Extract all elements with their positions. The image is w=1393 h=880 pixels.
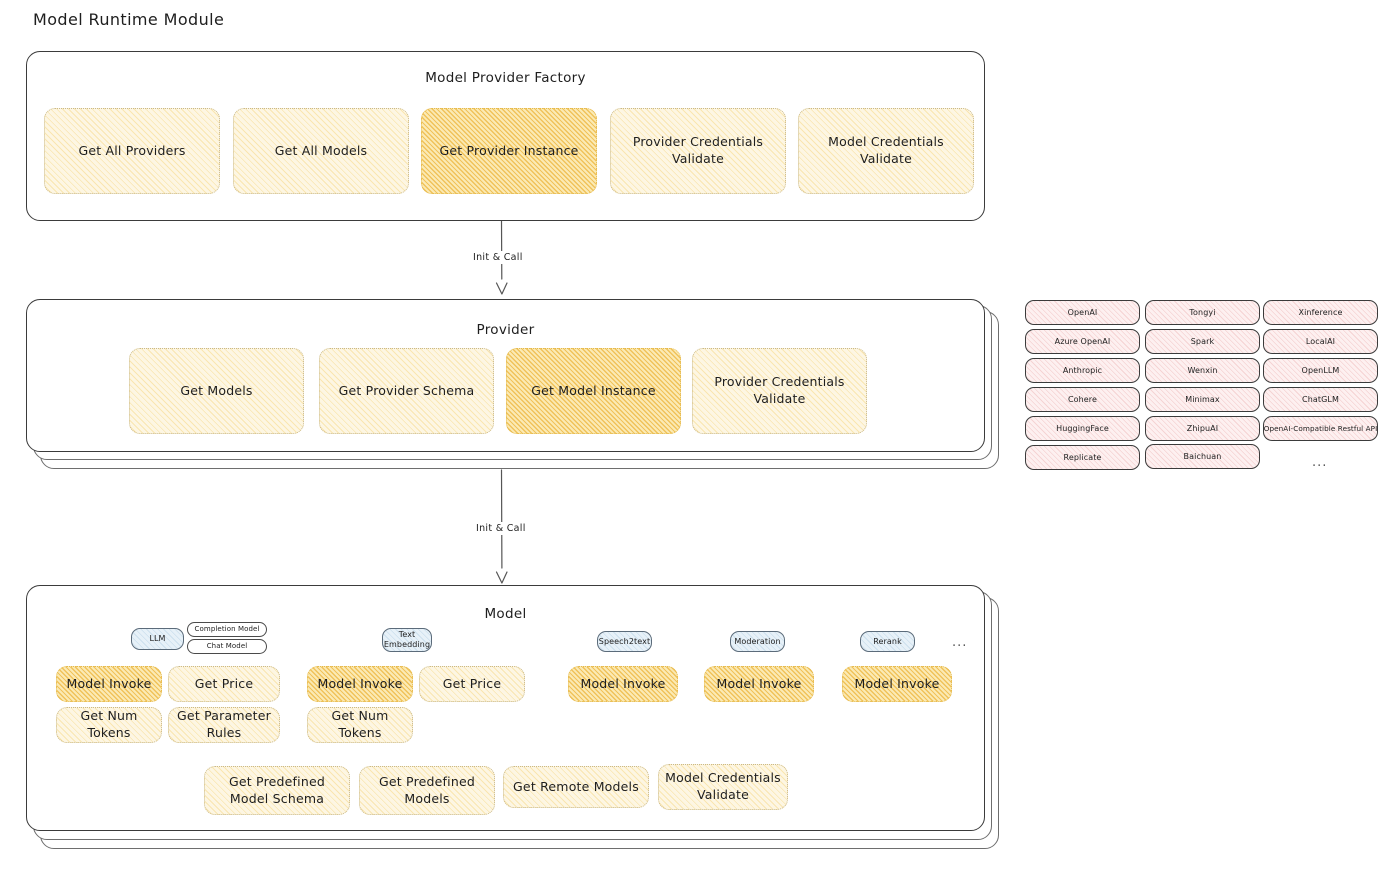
- provider-title: Provider: [476, 322, 535, 338]
- arrow-provider-to-model: [495, 469, 508, 584]
- provider-node-provider-credentials-validate[interactable]: Provider Credentials Validate: [692, 348, 867, 434]
- provider-chip-wenxin[interactable]: Wenxin: [1145, 358, 1260, 383]
- provider-chip-openai[interactable]: OpenAI: [1025, 300, 1140, 325]
- factory-node-get-provider-instance[interactable]: Get Provider Instance: [421, 108, 597, 194]
- model-text-embedding-method-get-price[interactable]: Get Price: [419, 666, 525, 702]
- provider-list-more-ellipsis: ...: [1312, 455, 1328, 470]
- factory-node-get-all-providers[interactable]: Get All Providers: [44, 108, 220, 194]
- model-llm-method-get-parameter-rules[interactable]: Get Parameter Rules: [168, 707, 280, 743]
- model-type-badge-speech2text[interactable]: Speech2text: [597, 631, 652, 652]
- model-llm-method-get-num-tokens[interactable]: Get Num Tokens: [56, 707, 162, 743]
- model-moderation-method-model-invoke[interactable]: Model Invoke: [704, 666, 814, 702]
- model-shared-method-get-predefined-models[interactable]: Get Predefined Models: [359, 766, 495, 815]
- model-type-badge-llm[interactable]: LLM: [131, 628, 184, 650]
- model-shared-method-get-remote-models[interactable]: Get Remote Models: [503, 766, 649, 808]
- model-llm-method-get-price[interactable]: Get Price: [168, 666, 280, 702]
- model-speech2text-method-model-invoke[interactable]: Model Invoke: [568, 666, 678, 702]
- provider-chip-zhipuai[interactable]: ZhipuAI: [1145, 416, 1260, 441]
- model-shared-method-get-predefined-model-schema[interactable]: Get Predefined Model Schema: [204, 766, 350, 815]
- model-provider-factory-container: Model Provider Factory Get All Providers…: [26, 51, 985, 221]
- provider-chip-openllm[interactable]: OpenLLM: [1263, 358, 1378, 383]
- factory-node-model-credentials-validate[interactable]: Model Credentials Validate: [798, 108, 974, 194]
- model-type-badge-moderation[interactable]: Moderation: [730, 631, 785, 652]
- factory-node-provider-credentials-validate[interactable]: Provider Credentials Validate: [610, 108, 786, 194]
- model-llm-method-model-invoke[interactable]: Model Invoke: [56, 666, 162, 702]
- page-title: Model Runtime Module: [33, 10, 225, 29]
- model-text-embedding-method-model-invoke[interactable]: Model Invoke: [307, 666, 413, 702]
- model-types-more-ellipsis: ...: [952, 635, 968, 650]
- model-text-embedding-method-get-num-tokens[interactable]: Get Num Tokens: [307, 707, 413, 743]
- arrow-factory-to-provider: [495, 220, 508, 295]
- provider-chip-tongyi[interactable]: Tongyi: [1145, 300, 1260, 325]
- provider-chip-anthropic[interactable]: Anthropic: [1025, 358, 1140, 383]
- arrow-label-init-and-call-2: Init & Call: [473, 522, 529, 535]
- provider-node-get-model-instance[interactable]: Get Model Instance: [506, 348, 681, 434]
- model-provider-factory-title: Model Provider Factory: [425, 70, 586, 86]
- provider-chip-minimax[interactable]: Minimax: [1145, 387, 1260, 412]
- provider-chip-cohere[interactable]: Cohere: [1025, 387, 1140, 412]
- provider-node-get-provider-schema[interactable]: Get Provider Schema: [319, 348, 494, 434]
- arrow-label-init-and-call-1: Init & Call: [470, 251, 526, 264]
- model-type-badge-text-embedding[interactable]: Text Embedding: [382, 628, 432, 652]
- provider-chip-openai-compatible-restful-api[interactable]: OpenAI-Compatible Restful API: [1263, 416, 1378, 441]
- model-title: Model: [484, 606, 527, 622]
- factory-node-get-all-models[interactable]: Get All Models: [233, 108, 409, 194]
- model-type-badge-rerank[interactable]: Rerank: [860, 631, 915, 652]
- model-rerank-method-model-invoke[interactable]: Model Invoke: [842, 666, 952, 702]
- model-container: Model LLM Completion Model Chat Model Mo…: [26, 585, 985, 831]
- model-subtype-badge-completion-model[interactable]: Completion Model: [187, 622, 267, 637]
- provider-chip-localai[interactable]: LocalAI: [1263, 329, 1378, 354]
- model-shared-method-model-credentials-validate[interactable]: Model Credentials Validate: [658, 764, 788, 810]
- provider-container: Provider Get Models Get Provider Schema …: [26, 299, 985, 452]
- model-subtype-badge-chat-model[interactable]: Chat Model: [187, 639, 267, 654]
- provider-chip-chatglm[interactable]: ChatGLM: [1263, 387, 1378, 412]
- provider-node-get-models[interactable]: Get Models: [129, 348, 304, 434]
- provider-chip-baichuan[interactable]: Baichuan: [1145, 444, 1260, 469]
- provider-chip-huggingface[interactable]: HuggingFace: [1025, 416, 1140, 441]
- provider-chip-spark[interactable]: Spark: [1145, 329, 1260, 354]
- provider-chip-replicate[interactable]: Replicate: [1025, 445, 1140, 470]
- provider-chip-xinference[interactable]: Xinference: [1263, 300, 1378, 325]
- provider-chip-azure-openai[interactable]: Azure OpenAI: [1025, 329, 1140, 354]
